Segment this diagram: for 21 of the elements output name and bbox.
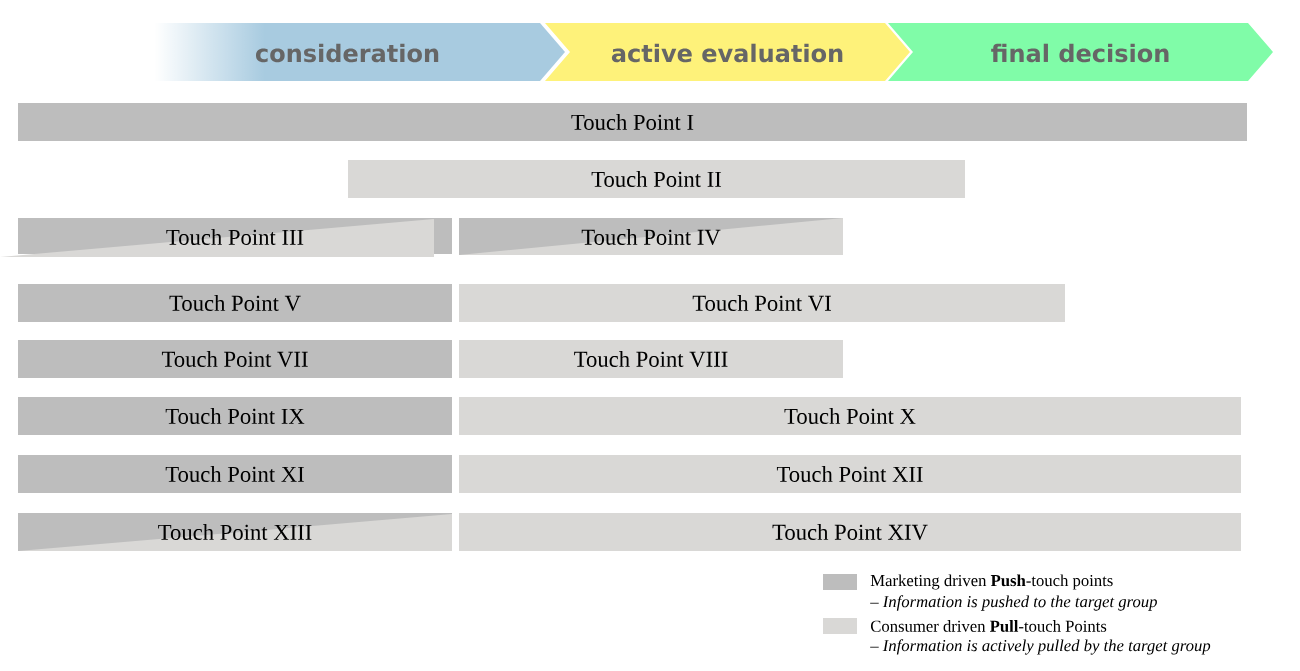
touch-point-bar: Touch Point VIII — [459, 340, 843, 378]
touch-point-bar: Touch Point II — [348, 160, 965, 198]
touch-point-bar: Touch Point VI — [459, 284, 1065, 322]
touch-point-bar: Touch Point X — [459, 397, 1241, 435]
touch-point-bar: Touch Point XIII — [18, 513, 452, 551]
legend-text: Marketing driven Push-touch points — [870, 574, 1113, 590]
legend-note: – Information is pushed to the target group — [870, 595, 1157, 611]
legend-note: – Information is actively pulled by the target group — [870, 639, 1211, 655]
touch-point-bar: Touch Point VII — [18, 340, 452, 378]
phase-band: final decision — [888, 23, 1273, 81]
touch-point-bar: Touch Point XII — [459, 455, 1241, 493]
legend-text: Consumer driven Pull-touch Points — [870, 620, 1107, 632]
phase-band: active evaluation — [545, 23, 910, 81]
touch-point-bar: Touch Point III — [0, 218, 452, 257]
phase-band: consideration — [155, 23, 565, 81]
touch-point-bar: Touch Point IV — [459, 218, 843, 255]
touch-point-bar: Touch Point XI — [18, 455, 452, 493]
touch-point-bar: Touch Point XIV — [459, 513, 1241, 551]
touch-point-bar: Touch Point IX — [18, 397, 452, 435]
touch-point-bar: Touch Point V — [18, 284, 452, 322]
touch-point-bar: Touch Point I — [18, 103, 1247, 141]
